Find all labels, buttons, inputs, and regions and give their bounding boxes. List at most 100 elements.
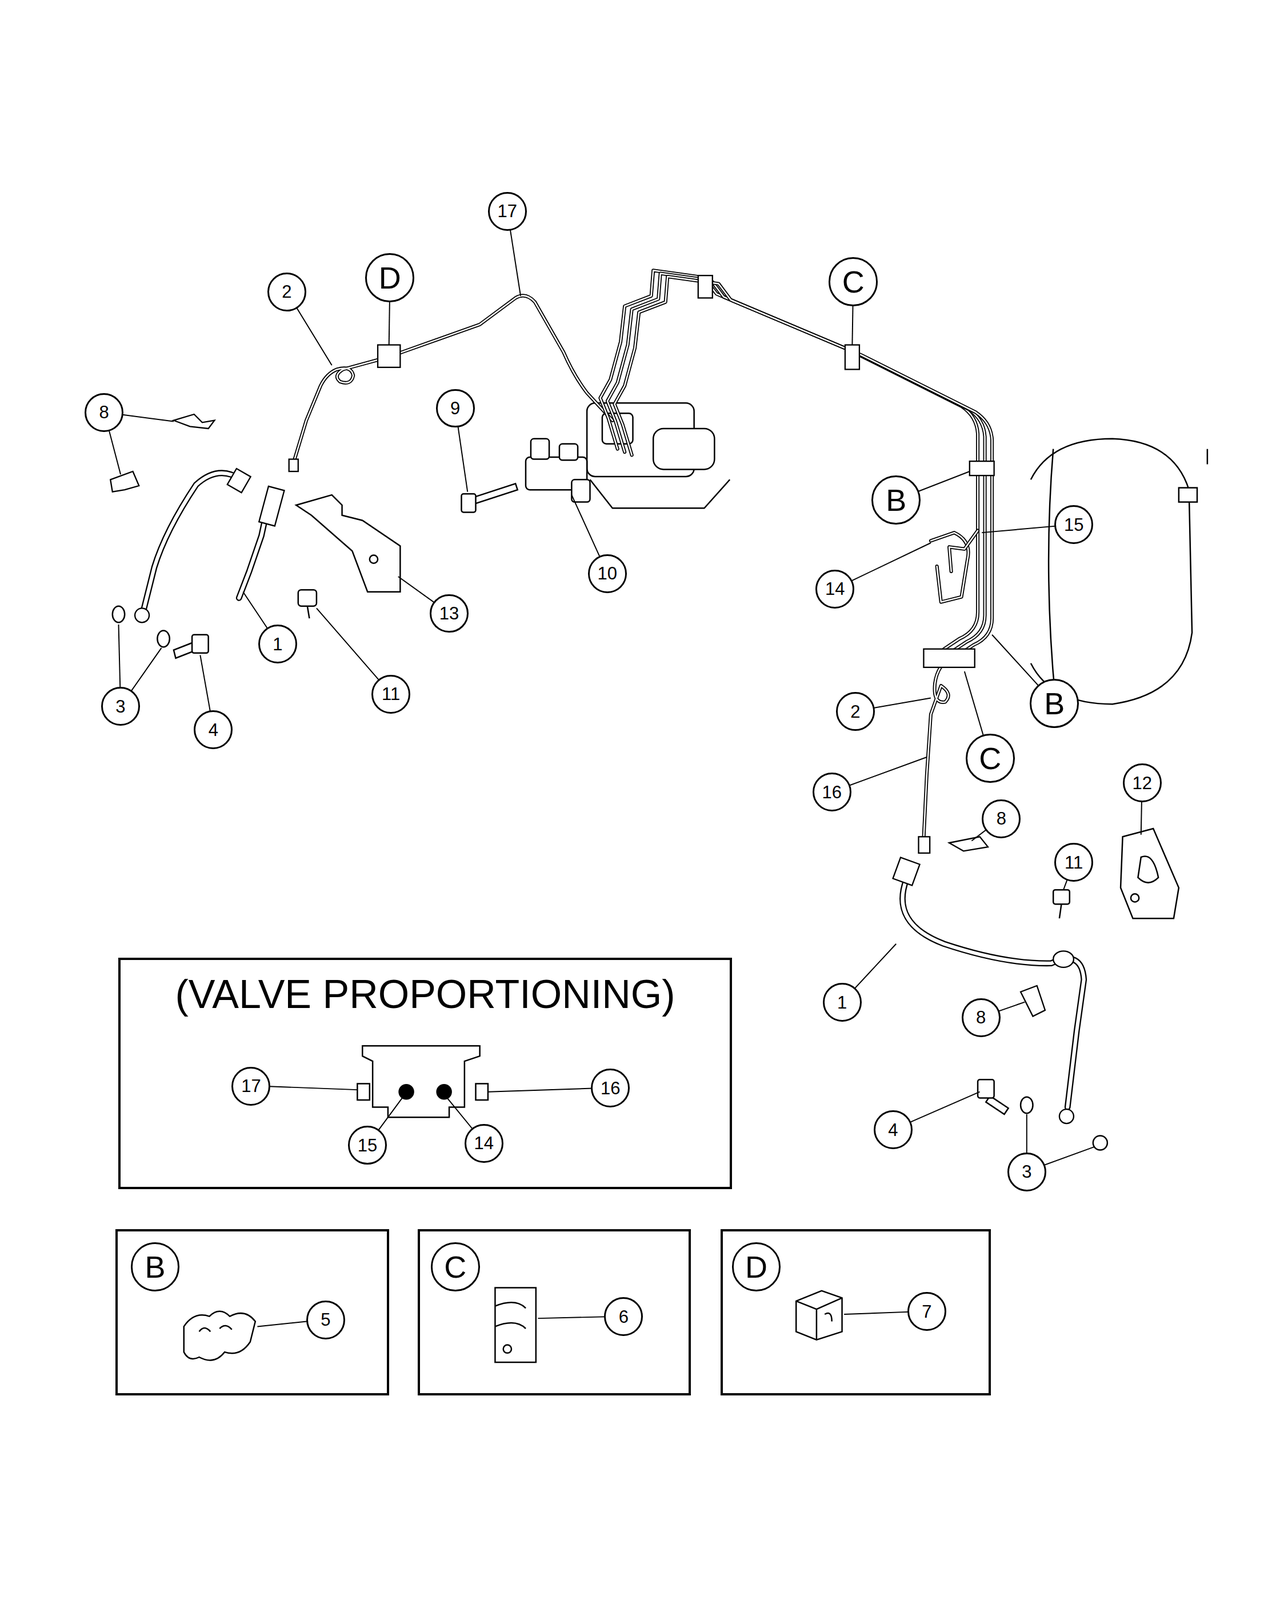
valve (357, 1083, 370, 1100)
bracket (1120, 828, 1179, 919)
callout-number: 8 (84, 393, 124, 432)
master-cylinder (653, 428, 715, 470)
inset-box: B5 (115, 1229, 390, 1396)
valve (362, 1045, 480, 1118)
callout-number-text: 8 (99, 403, 110, 422)
bolt (471, 483, 518, 504)
leader-line (104, 211, 1143, 1327)
callout-number: 8 (981, 799, 1021, 839)
brake-tube (614, 276, 992, 656)
inset-clip (494, 1302, 526, 1329)
inset-title: (VALVE PROPORTIONING) (120, 974, 730, 1015)
valve (571, 479, 590, 502)
callout-number-text: 11 (1064, 853, 1083, 872)
bracket (1137, 856, 1159, 883)
callout-number-text: 8 (976, 1008, 986, 1027)
hose-clip (1020, 985, 1046, 1017)
callout-number-text: 7 (921, 1302, 932, 1321)
callout-number: 3 (101, 686, 140, 726)
valve (437, 1084, 452, 1099)
washer (157, 630, 170, 648)
washer (1093, 1136, 1108, 1151)
callout-number-text: 4 (208, 721, 219, 739)
callout-number: 15 (1054, 505, 1094, 544)
brake-tube (949, 530, 978, 572)
callout-number: 3 (1007, 1152, 1047, 1192)
bracket (296, 494, 1179, 919)
callout-number: 11 (1054, 842, 1094, 882)
callout-number-text: 3 (1021, 1162, 1032, 1181)
inset-clip (796, 1297, 842, 1340)
callout-number-text: 16 (822, 783, 842, 802)
bolt (1059, 904, 1062, 919)
callout-number-text: 10 (597, 564, 618, 583)
bracket (296, 494, 400, 592)
callout-number-text: 13 (439, 604, 459, 623)
valve (559, 444, 578, 461)
line-clip (377, 275, 995, 668)
hose-clip (173, 414, 215, 429)
callout-number-text: 2 (850, 702, 860, 721)
callout-number: 4 (873, 1110, 913, 1150)
brake-tube (600, 270, 978, 649)
bolt (298, 589, 317, 607)
inset-box: C6 (417, 1229, 692, 1396)
hose-clip (949, 836, 988, 851)
bolt (307, 606, 310, 619)
callout-letter: C (965, 733, 1015, 783)
callout-number-text: 15 (357, 1136, 378, 1155)
callout-number: 11 (371, 674, 411, 714)
callout-letter: B (871, 475, 921, 525)
callout-number: 9 (436, 389, 475, 428)
fitting (1059, 1109, 1074, 1124)
bolt (173, 483, 1070, 1115)
callout-number: 7 (907, 1292, 947, 1331)
bolt (192, 634, 209, 654)
inset-clip (184, 1311, 256, 1361)
line-clip (923, 649, 975, 668)
callout-number-text: 1 (272, 635, 283, 654)
callout-number: 1 (258, 624, 298, 664)
brake-hose (902, 879, 1084, 1107)
fitting (258, 486, 284, 526)
brake-tube (923, 653, 955, 839)
washer (112, 606, 125, 623)
brake-tube (614, 276, 992, 656)
washer (112, 606, 1108, 1151)
brake-hose (144, 473, 242, 608)
callout-number: 12 (1122, 763, 1162, 803)
callout-number-text: 5 (320, 1310, 331, 1329)
fitting (134, 608, 150, 623)
callout-number-text: 14 (473, 1134, 494, 1152)
brake-tube (607, 273, 986, 653)
callout-number-text: 17 (241, 1077, 261, 1095)
bolt (977, 1079, 995, 1098)
callout-number-text: 17 (497, 202, 518, 220)
callout-number: 16 (812, 772, 852, 812)
callout-letter-text: C (978, 742, 1002, 774)
brake-booster (1030, 438, 1192, 704)
callout-number-text: 2 (281, 282, 292, 301)
inset-letter: D (732, 1242, 782, 1292)
brake-booster (1206, 449, 1209, 465)
hose-clip (110, 471, 139, 492)
brake-tube (293, 270, 992, 839)
fitting (1053, 950, 1074, 968)
callout-number: 15 (348, 1125, 387, 1165)
bolt (1053, 889, 1070, 904)
callout-letter-text: D (378, 262, 402, 294)
inset-clip (494, 1288, 536, 1363)
brake-tube (293, 295, 613, 464)
bolt (461, 493, 476, 512)
inset-clip (503, 1345, 512, 1354)
line-clip (969, 461, 995, 476)
callout-number: 2 (836, 692, 875, 731)
line-clip (377, 345, 400, 368)
line-clip (698, 275, 713, 298)
valve (530, 438, 550, 460)
callout-number: 8 (961, 998, 1001, 1038)
callout-number-text: 11 (381, 685, 400, 703)
inset-clip (184, 1288, 843, 1363)
